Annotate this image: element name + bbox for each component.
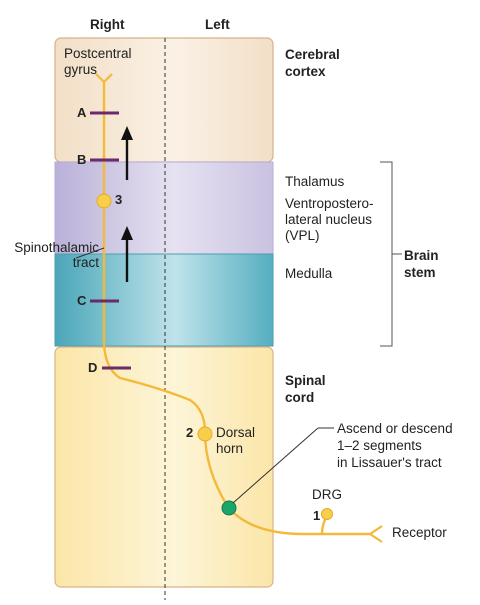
label-spinal-cord: Spinal cord <box>285 373 326 405</box>
label-brain-stem: Brain stem <box>404 248 439 280</box>
lesion-label-c: C <box>77 293 87 308</box>
spinothalamic-leader <box>75 247 105 259</box>
spinothalamic-fiber <box>102 82 322 536</box>
lissauer-leader <box>232 427 319 504</box>
label-spinothalamic-tract: Spinothalamic tract <box>14 240 99 270</box>
label-vpl: Ventropostero- lateral nucleus (VPL) <box>285 196 374 243</box>
drg-neuron-body <box>321 508 333 520</box>
header-right: Right <box>90 17 125 32</box>
spinal-cord-region <box>54 346 274 588</box>
label-medulla: Medulla <box>285 266 333 281</box>
receptor-ending <box>369 525 383 543</box>
neuron-number-2: 2 <box>186 425 194 440</box>
lesion-label-d: D <box>88 360 98 375</box>
label-dorsal-horn: Dorsal horn <box>216 425 256 456</box>
thalamus-region <box>54 161 274 255</box>
cortex-terminal <box>95 73 113 83</box>
header-left: Left <box>205 17 230 32</box>
neuron-number-1: 1 <box>313 508 321 523</box>
label-drg: DRG <box>312 487 342 502</box>
label-cerebral-cortex: Cerebral cortex <box>285 47 340 79</box>
label-lissauer: Ascend or descend 1–2 segments in Lissau… <box>337 421 453 470</box>
label-receptor: Receptor <box>392 525 447 540</box>
decussation-synapse <box>221 500 237 516</box>
ascending-arrow-upper <box>121 126 133 180</box>
label-thalamus: Thalamus <box>285 174 345 189</box>
neuron-number-3: 3 <box>115 192 123 207</box>
lesion-label-b: B <box>77 152 87 167</box>
thalamic-neuron-body <box>96 193 112 209</box>
dorsal-horn-neuron-body <box>197 426 213 442</box>
lesion-label-a: A <box>77 105 87 120</box>
ascending-arrow-lower <box>121 226 133 282</box>
brain-stem-bracket <box>380 161 402 347</box>
label-postcentral-gyrus: Postcentral gyrus <box>64 46 132 77</box>
